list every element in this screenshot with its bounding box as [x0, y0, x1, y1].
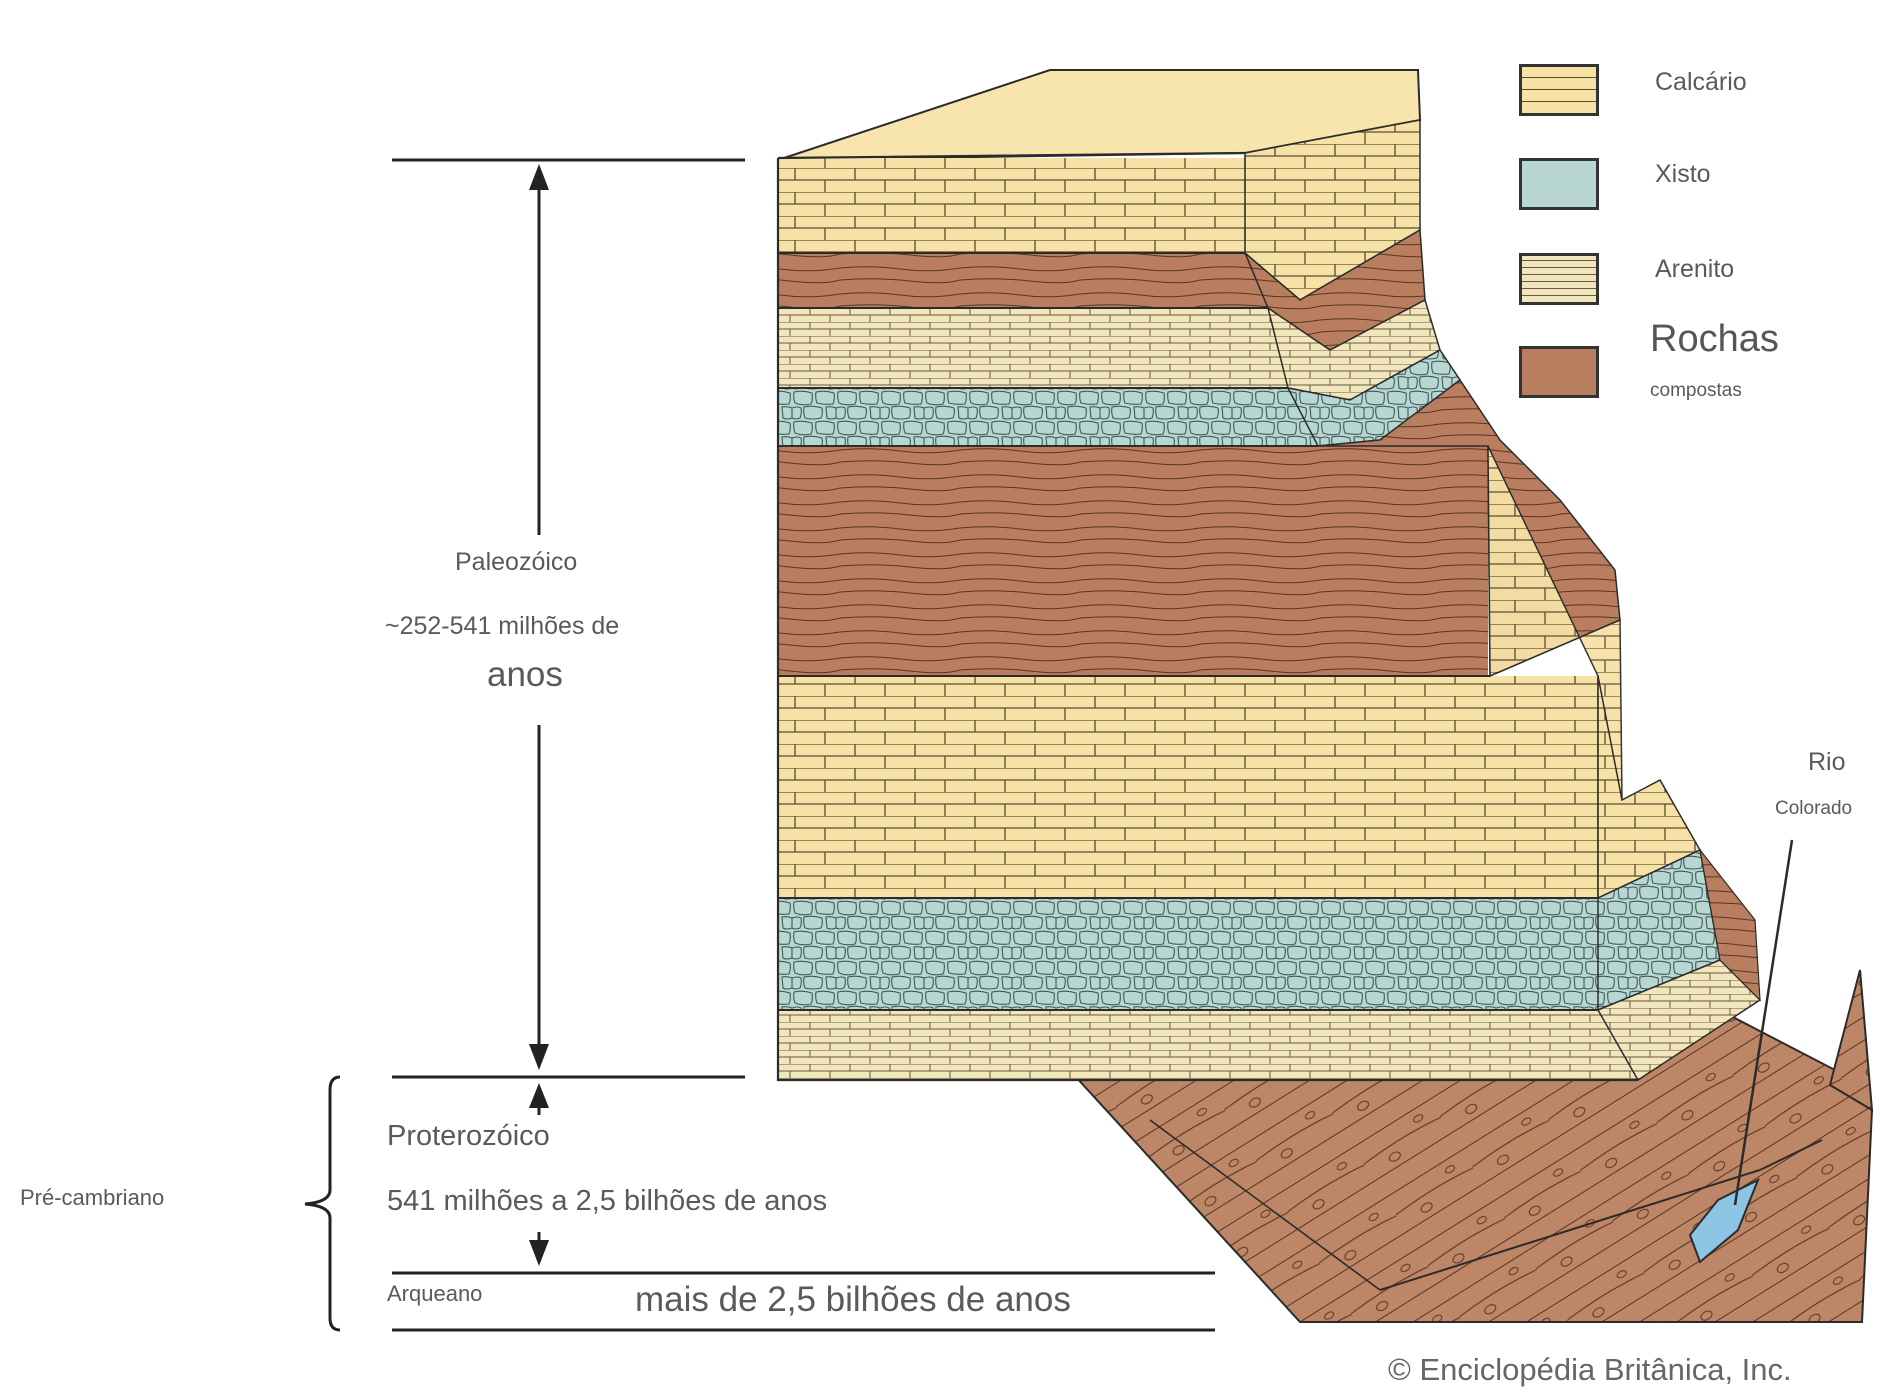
precambrian-label: Pré-cambriano [20, 1185, 165, 1210]
strata-front-face [778, 158, 1638, 1080]
legend-label-sandstone: Arenito [1655, 255, 1735, 283]
paleozoic-unit: anos [487, 655, 563, 694]
stratum-composite-1 [778, 253, 1268, 308]
stratum-shale-1 [778, 388, 1318, 446]
stratum-sandstone-1 [778, 308, 1288, 388]
river-pointer-line [1733, 839, 1794, 1206]
paleozoic-name: Paleozóico [455, 548, 578, 576]
legend-swatch-shale [1519, 158, 1599, 210]
copyright-notice: © Enciclopédia Britânica, Inc. [1388, 1352, 1792, 1387]
river-name: Rio [1808, 748, 1846, 776]
block-outline [776, 151, 1638, 1082]
timeline [304, 158, 1215, 1332]
proterozoic-range: 541 milhões a 2,5 bilhões de anos [387, 1185, 828, 1217]
river-name-sub: Colorado [1775, 798, 1853, 819]
stratum-limestone-top [778, 158, 1248, 253]
legend-swatch-composite [1519, 346, 1599, 398]
stratum-limestone-2 [778, 676, 1598, 898]
legend-label-shale: Xisto [1655, 160, 1711, 188]
archean-range: mais de 2,5 bilhões de anos [635, 1280, 1071, 1319]
paleozoic-range: ~252-541 milhões de [385, 612, 620, 640]
legend-label-composite: Rochas [1650, 318, 1779, 360]
timeline-arrowheads [529, 164, 549, 1266]
proterozoic-name: Proterozóico [387, 1120, 550, 1152]
stratum-sandstone-2 [778, 1010, 1638, 1080]
legend-swatch-limestone [1519, 64, 1599, 116]
colorado-river [1688, 1177, 1760, 1264]
legend-label-composite-sub: compostas [1650, 380, 1742, 401]
legend-swatch-sandstone [1519, 253, 1599, 305]
stratum-composite-2 [778, 446, 1488, 676]
cliff-slope [1244, 119, 1762, 1082]
legend-label-limestone: Calcário [1655, 68, 1747, 96]
archean-name: Arqueano [387, 1281, 483, 1306]
stratum-shale-2 [778, 898, 1598, 1010]
